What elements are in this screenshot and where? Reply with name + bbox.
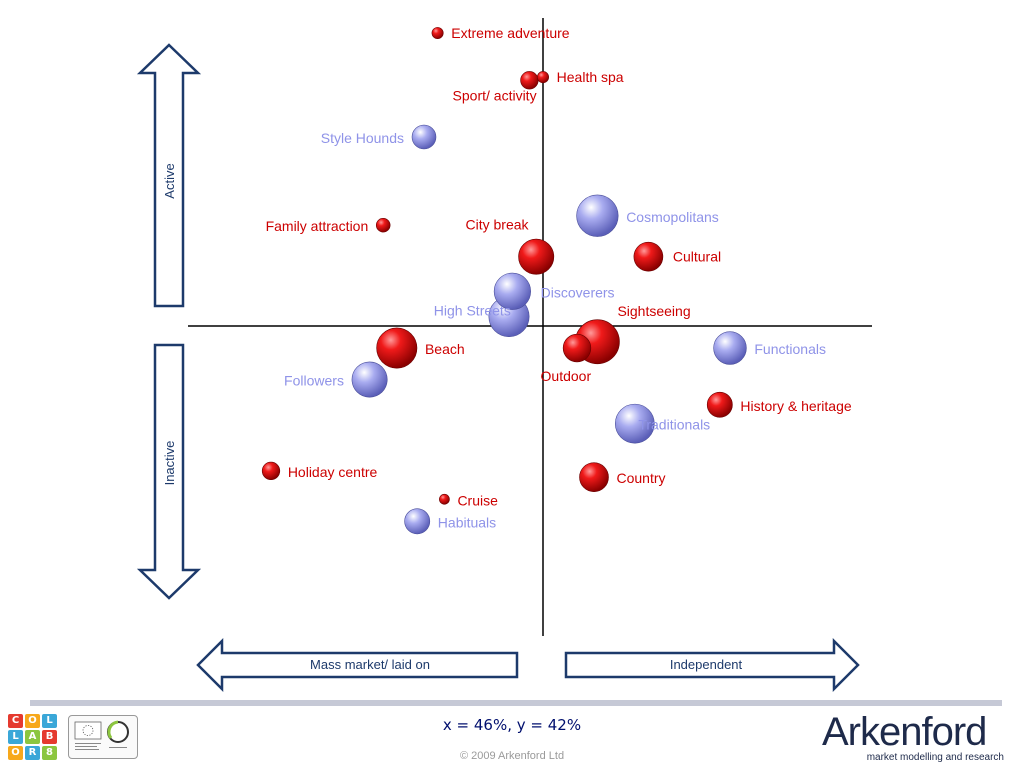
bubble-label: Holiday centre [288,464,378,480]
bubble-label: Outdoor [541,368,592,384]
bubble-label: Family attraction [266,218,369,234]
eu-flag-icon [74,720,129,750]
mass-market-label: Mass market/ laid on [310,657,430,672]
bubble-label: Beach [425,341,465,357]
bubble-cruise [439,493,450,505]
logo-letter: O [25,714,40,728]
bubble-label: Sport/ activity [453,87,537,103]
copyright-text: © 2009 Arkenford Ltd [459,750,565,762]
bubble-functionals [713,331,747,365]
bubble-label: Habituals [438,514,496,530]
bubble-discoverers [493,272,531,310]
independent-arrow: Independent [564,637,860,693]
footer-divider [30,700,1002,706]
bubble-label: Functionals [754,341,826,357]
inactive-label: Inactive [162,441,177,486]
collab-logo: C O L L A B O R 8 [8,714,58,760]
bubble-label: High Streets [434,303,511,319]
bubble-style-hounds [411,124,437,150]
bubble-health-spa [537,71,549,84]
bubble-holiday-centre [261,461,281,481]
mass-market-arrow: Mass market/ laid on [196,637,519,693]
bubble-chart: Active Inactive Mass market/ laid on Ind… [136,18,872,693]
bubble-label: Traditionals [638,417,710,433]
bubble-history-heritage [706,391,733,418]
logo-letter: L [42,714,57,728]
bubble-followers [351,361,388,398]
bubble-label: Cruise [457,492,498,508]
bubble-cosmopolitans [576,194,619,237]
bubble-cultural [633,241,664,272]
logo-letter: L [8,730,23,744]
bubble-label: Extreme adventure [451,25,569,41]
bubble-label: Sightseeing [617,303,690,319]
logo-letter: O [8,746,23,760]
logo-letter: A [25,730,40,744]
bubble-label: Country [616,470,665,486]
bubble-outdoor [562,333,592,363]
bubble-traditionals [614,403,655,444]
independent-label: Independent [670,657,743,672]
bubble-label: Followers [284,373,344,389]
bubble-label: City break [466,217,530,233]
logo-letter: 8 [42,746,57,760]
logo-letter: C [8,714,23,728]
bubble-layer [261,27,747,535]
bubble-habituals [404,508,431,535]
active-arrow: Active [136,43,202,308]
bubble-label: Cultural [673,249,721,265]
cursor-coordinates: x = 46%, y = 42% [442,716,582,734]
bubble-label: Cosmopolitans [626,209,719,225]
logo-letter: B [42,730,57,744]
brand-tagline: market modelling and research [866,752,1004,763]
logo-letter: R [25,746,40,760]
arkenford-logo: Arkenford market modelling and research [822,710,1004,763]
bubble-city-break [518,238,555,275]
bubble-extreme-adventure [431,27,444,40]
active-label: Active [162,163,177,198]
bubble-label: Health spa [557,69,624,85]
inactive-arrow: Inactive [136,343,202,600]
bubble-country [579,462,609,492]
eu-funding-logo [68,715,138,759]
bubble-label: History & heritage [740,398,851,414]
bubble-label: Style Hounds [321,130,404,146]
bubble-beach [376,327,418,369]
bubble-family-attraction [375,217,391,233]
brand-name: Arkenford [822,710,987,754]
bubble-label: Discoverers [541,284,615,300]
